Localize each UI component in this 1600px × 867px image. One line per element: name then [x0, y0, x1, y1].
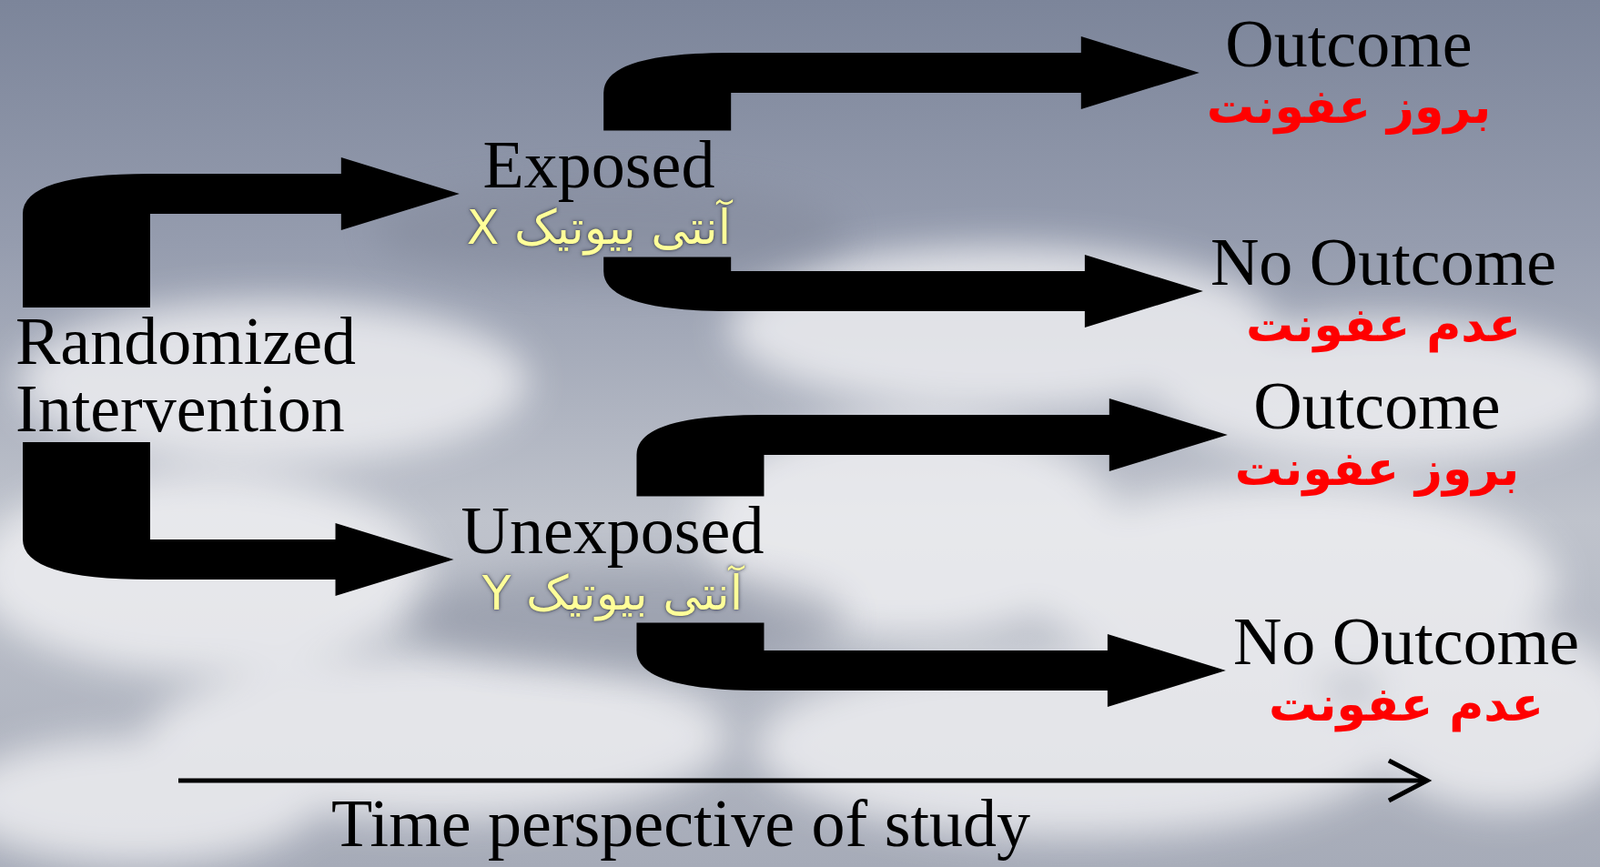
intervention-node: Randomized Intervention: [15, 307, 398, 443]
exposed-arm-node: Exposedآنتی بیوتیک X: [466, 131, 731, 258]
curved-arrow: [636, 623, 1226, 709]
outcome-node: Outcomeبروز عفونت: [1206, 10, 1491, 137]
node-title: Unexposed: [461, 496, 765, 565]
curved-arrow: [603, 254, 1204, 328]
time-axis-label: Time perspective of study: [331, 789, 1031, 858]
persian-caption: آنتی بیوتیک Y: [461, 564, 765, 624]
node-title: Outcome: [1206, 10, 1491, 78]
curved-arrow: [22, 442, 455, 597]
persian-caption: بروز عفونت: [1235, 439, 1519, 499]
node-title: Randomized Intervention: [15, 307, 398, 443]
curved-arrow: [636, 398, 1227, 497]
curved-arrow: [22, 157, 460, 308]
persian-caption: آنتی بیوتیک X: [466, 198, 731, 258]
node-title: Exposed: [466, 131, 731, 199]
node-title: Outcome: [1235, 372, 1519, 440]
curved-arrow: [603, 36, 1200, 132]
cloud: [0, 737, 319, 865]
no-outcome-node: No Outcomeعدم عفونت: [1233, 607, 1580, 735]
node-title: No Outcome: [1233, 607, 1580, 676]
persian-caption: عدم عفونت: [1210, 295, 1557, 355]
node-title: No Outcome: [1210, 228, 1557, 296]
no-outcome-node: No Outcomeعدم عفونت: [1210, 228, 1557, 355]
unexposed-arm-node: Unexposedآنتی بیوتیک Y: [461, 496, 765, 624]
outcome-node: Outcomeبروز عفونت: [1235, 372, 1519, 499]
persian-caption: عدم عفونت: [1233, 675, 1580, 735]
cloud-bank: [0, 245, 1600, 865]
persian-caption: بروز عفونت: [1206, 77, 1491, 137]
time-axis-head: [1388, 760, 1428, 801]
time-axis: [178, 779, 1426, 784]
